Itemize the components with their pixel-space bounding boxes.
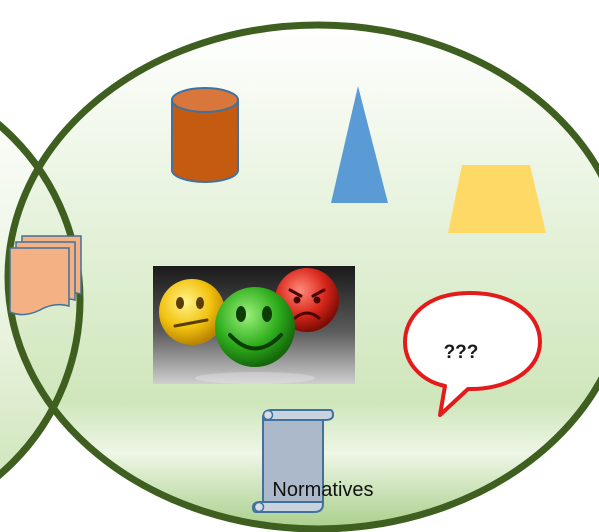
cylinder-icon bbox=[171, 87, 239, 183]
emoji-faces-image bbox=[153, 266, 355, 384]
trapezoid-icon bbox=[448, 165, 546, 233]
happy-face-icon bbox=[215, 287, 295, 367]
neutral-face-icon bbox=[159, 279, 225, 345]
speech-bubble-icon: ??? bbox=[403, 291, 542, 417]
scroll-icon bbox=[251, 409, 335, 513]
normatives-label: Normatives bbox=[272, 479, 373, 501]
triangle-icon bbox=[331, 86, 388, 203]
speech-bubble-text: ??? bbox=[444, 342, 479, 363]
left-set-outline bbox=[0, 121, 84, 479]
document-stack-icon bbox=[9, 235, 82, 316]
